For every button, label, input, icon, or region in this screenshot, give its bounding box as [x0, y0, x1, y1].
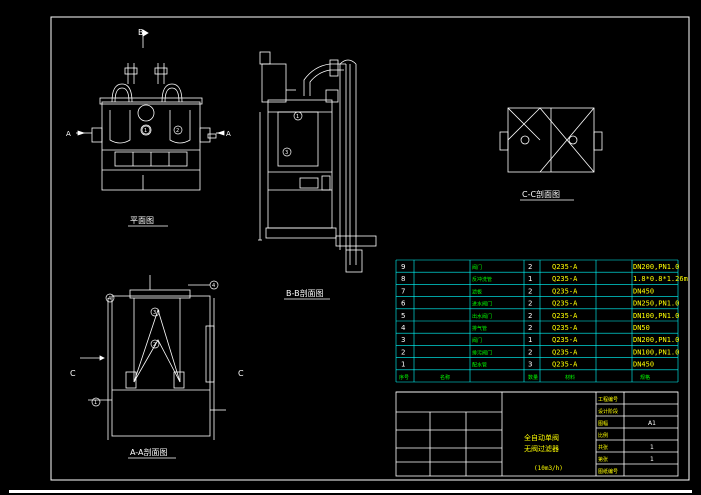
parts-cell-no: 5: [401, 312, 405, 320]
parts-cell-spec: DN250,PN1.0: [633, 300, 679, 308]
parts-cell-no: 4: [401, 324, 406, 332]
parts-cell-material: Q235-A: [552, 324, 578, 332]
label-sheet-size: 图幅: [598, 420, 608, 427]
balloon-callouts: [91, 111, 303, 407]
value-total-sheets: 1: [650, 444, 654, 451]
parts-cell-spec: DN450: [633, 287, 654, 295]
title-block: [395, 391, 679, 477]
parts-cell-material: Q235-A: [552, 348, 578, 356]
parts-cell-qty: 2: [528, 287, 532, 295]
parts-cell-name: 出水阀门: [472, 313, 492, 320]
parts-cell-qty: 1: [528, 275, 532, 283]
parts-cell-no: 3: [401, 336, 405, 344]
parts-cell-qty: 1: [528, 336, 532, 344]
drawing-title-line2: 无阀过滤器: [524, 444, 559, 453]
cc-section-view: [499, 107, 603, 173]
parts-cell-qty: 2: [528, 312, 532, 320]
label-project-no: 工程编号: [598, 396, 618, 403]
value-sheet-no: 1: [650, 456, 654, 463]
parts-cell-no: 6: [401, 300, 406, 308]
label-sheet-no: 第张: [598, 456, 608, 463]
parts-cell-spec: DN200,PN1.0: [633, 263, 679, 271]
parts-cell-name: 反冲洗管: [472, 276, 492, 283]
section-mark-b-top: B: [138, 28, 144, 37]
parts-cell-material: Q235-A: [552, 312, 578, 320]
balloon-1-label: 1: [144, 128, 147, 134]
parts-cell-qty: 2: [528, 324, 532, 332]
drawing-title-line1: 全自动单阀: [524, 433, 559, 442]
parts-cell-qty: 2: [528, 300, 532, 308]
parts-header-name: 名称: [440, 374, 450, 381]
value-sheet-size: A1: [648, 420, 656, 427]
aa-section-title: A-A剖面图: [130, 447, 167, 457]
balloon-4b-label: 4: [108, 296, 111, 302]
parts-cell-spec: DN100,PN1.0: [633, 312, 679, 320]
parts-cell-no: 8: [401, 275, 405, 283]
balloon-1c-label: 1: [94, 400, 97, 406]
parts-cell-qty: 3: [528, 361, 532, 369]
parts-header-spec: 规格: [640, 374, 650, 381]
parts-cell-name: 滤板: [472, 288, 482, 295]
title-block-labels: 工程编号 设计阶段 图幅 比例 共张 第张 图纸编号 A1 1 1: [598, 396, 656, 475]
parts-cell-spec: 1.8*0.8*1.26m: [633, 275, 688, 283]
parts-cell-name: 排污阀门: [472, 349, 492, 356]
parts-cell-name: 阀门: [472, 337, 482, 344]
parts-cell-name: 排气管: [472, 325, 487, 332]
balloon-1b-label: 1: [296, 114, 299, 120]
section-mark-c-left: C: [70, 369, 76, 378]
parts-cell-name: 阀门: [472, 264, 482, 271]
balloon-2b-label: 2: [153, 342, 156, 348]
balloon-3-label: 3: [285, 150, 288, 156]
balloon-2-label: 2: [176, 128, 179, 134]
parts-cell-material: Q235-A: [552, 263, 578, 271]
parts-cell-material: Q235-A: [552, 336, 578, 344]
parts-cell-no: 9: [401, 263, 405, 271]
parts-cell-spec: DN50: [633, 324, 650, 332]
sheet-bottom-edge: [9, 490, 692, 493]
drawing-frame: [50, 16, 690, 481]
parts-cell-spec: DN100,PN1.0: [633, 348, 679, 356]
label-scale: 比例: [598, 432, 608, 439]
parts-cell-qty: 2: [528, 348, 532, 356]
parts-cell-no: 2: [401, 348, 405, 356]
parts-cell-material: Q235-A: [552, 287, 578, 295]
balloon-4-label: 4: [212, 283, 215, 289]
bb-section-title: B-B剖面图: [286, 288, 324, 298]
cc-section-title: C-C剖面图: [522, 189, 560, 199]
label-drawing-no: 图纸编号: [598, 468, 618, 475]
parts-cell-qty: 2: [528, 263, 532, 271]
section-mark-a-left: A: [66, 130, 71, 138]
bb-section-view: [258, 51, 377, 273]
section-mark-c-right: C: [238, 369, 244, 378]
parts-cell-material: Q235-A: [552, 300, 578, 308]
parts-cell-spec: DN200,PN1.0: [633, 336, 679, 344]
label-design-stage: 设计阶段: [598, 408, 618, 415]
parts-cell-name: 配水管: [472, 362, 487, 369]
drawing-title-line3: (10m3/h): [534, 465, 563, 472]
plan-view-title: 平面图: [130, 216, 154, 225]
parts-cell-material: Q235-A: [552, 275, 578, 283]
balloon-numbers: 1 2 3 1 3 2 1 4 4: [94, 114, 299, 406]
parts-header-material: 材料: [565, 374, 575, 381]
parts-cell-no: 7: [401, 287, 405, 295]
parts-cell-spec: DN450: [633, 361, 654, 369]
label-total-sheets: 共张: [598, 444, 608, 451]
parts-cell-name: 进水阀门: [472, 301, 492, 308]
aa-section-view: [80, 275, 226, 440]
parts-cell-no: 1: [401, 361, 405, 369]
parts-cell-material: Q235-A: [552, 361, 578, 369]
section-mark-a-right: A: [226, 130, 231, 138]
plan-view: [76, 29, 225, 191]
parts-header-qty: 数量: [528, 374, 538, 381]
balloon-3b-label: 3: [153, 310, 156, 316]
parts-header-no: 序号: [399, 374, 409, 381]
